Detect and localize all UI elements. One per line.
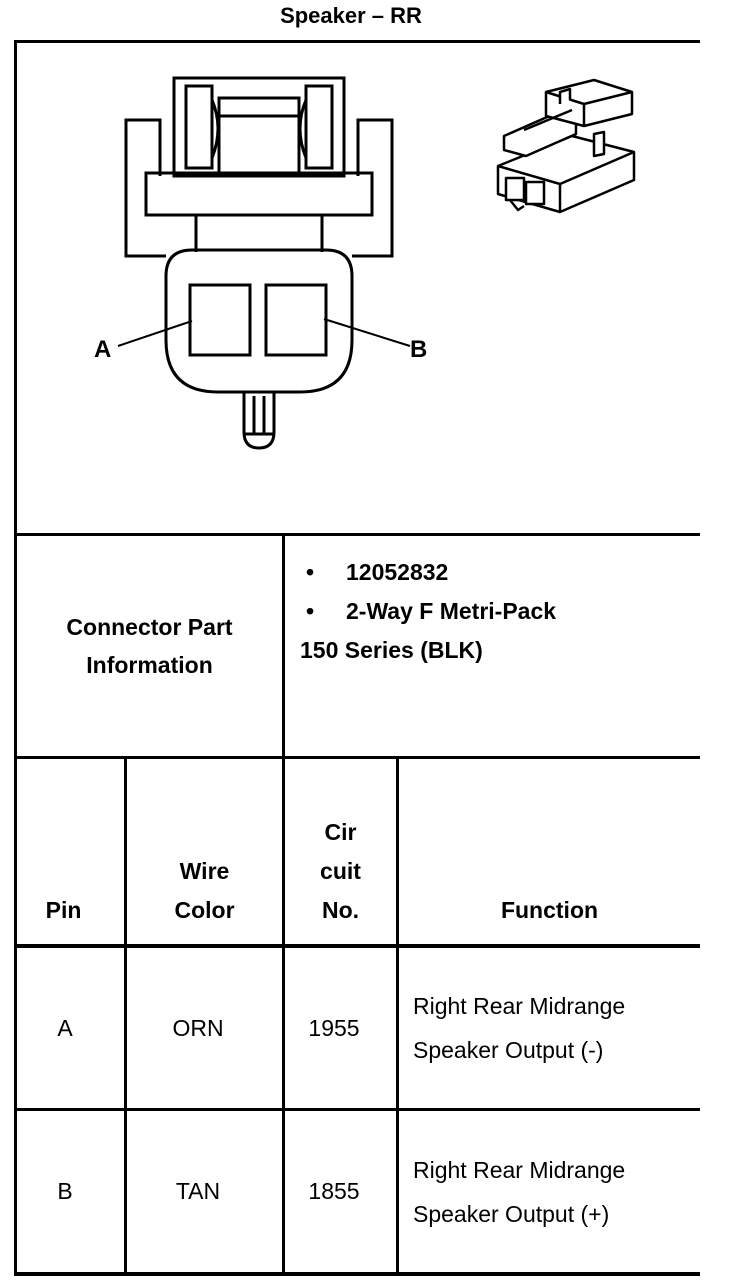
divider-col-wire (124, 756, 127, 1276)
bullet-icon: • (306, 598, 315, 624)
header-wire-color: Wire Color (174, 858, 235, 923)
border-top (14, 40, 700, 43)
connector-info-details: •12052832 •2-Way F Metri-Pack 150 Series… (300, 553, 690, 670)
connector-sheet: A B Connector Part Information •12052832… (14, 40, 700, 1276)
cell-wire-color: ORN (172, 1014, 224, 1041)
info-line-series: 150 Series (BLK) (300, 637, 483, 663)
border-bottom (14, 1272, 700, 1276)
connector-info-label: Connector Part Information (66, 614, 233, 678)
page-title: Speaker – RR (280, 3, 422, 28)
divider-row (14, 1108, 700, 1111)
cell-wire-color: TAN (175, 1178, 221, 1204)
cell-pin: A (57, 1014, 73, 1041)
border-left (14, 40, 17, 1276)
divider-col-function (396, 756, 399, 1276)
divider-col-circuit (282, 533, 285, 1276)
pin-label-a: A (94, 336, 111, 363)
cell-function: Right Rear Midrange Speaker Output (-) (413, 993, 626, 1063)
pin-label-b: B (410, 336, 427, 363)
connector-isometric-icon (496, 78, 636, 214)
header-function: Function (500, 897, 599, 923)
divider-header (14, 944, 700, 948)
connector-front-view: A B (94, 76, 427, 450)
divider-diagram (14, 533, 700, 536)
header-circuit-number: Cir cuit No. (320, 819, 361, 923)
header-pin: Pin (45, 897, 82, 923)
info-line-family: •2-Way F Metri-Pack (300, 592, 690, 631)
cell-pin: B (57, 1178, 73, 1204)
cell-circuit: 1855 (308, 1178, 360, 1204)
bullet-icon: • (306, 559, 315, 585)
divider-info (14, 756, 700, 759)
cell-circuit: 1955 (308, 1014, 360, 1041)
cell-function: Right Rear Midrange Speaker Output (+) (413, 1156, 626, 1227)
info-line-part-number: •12052832 (300, 553, 690, 592)
